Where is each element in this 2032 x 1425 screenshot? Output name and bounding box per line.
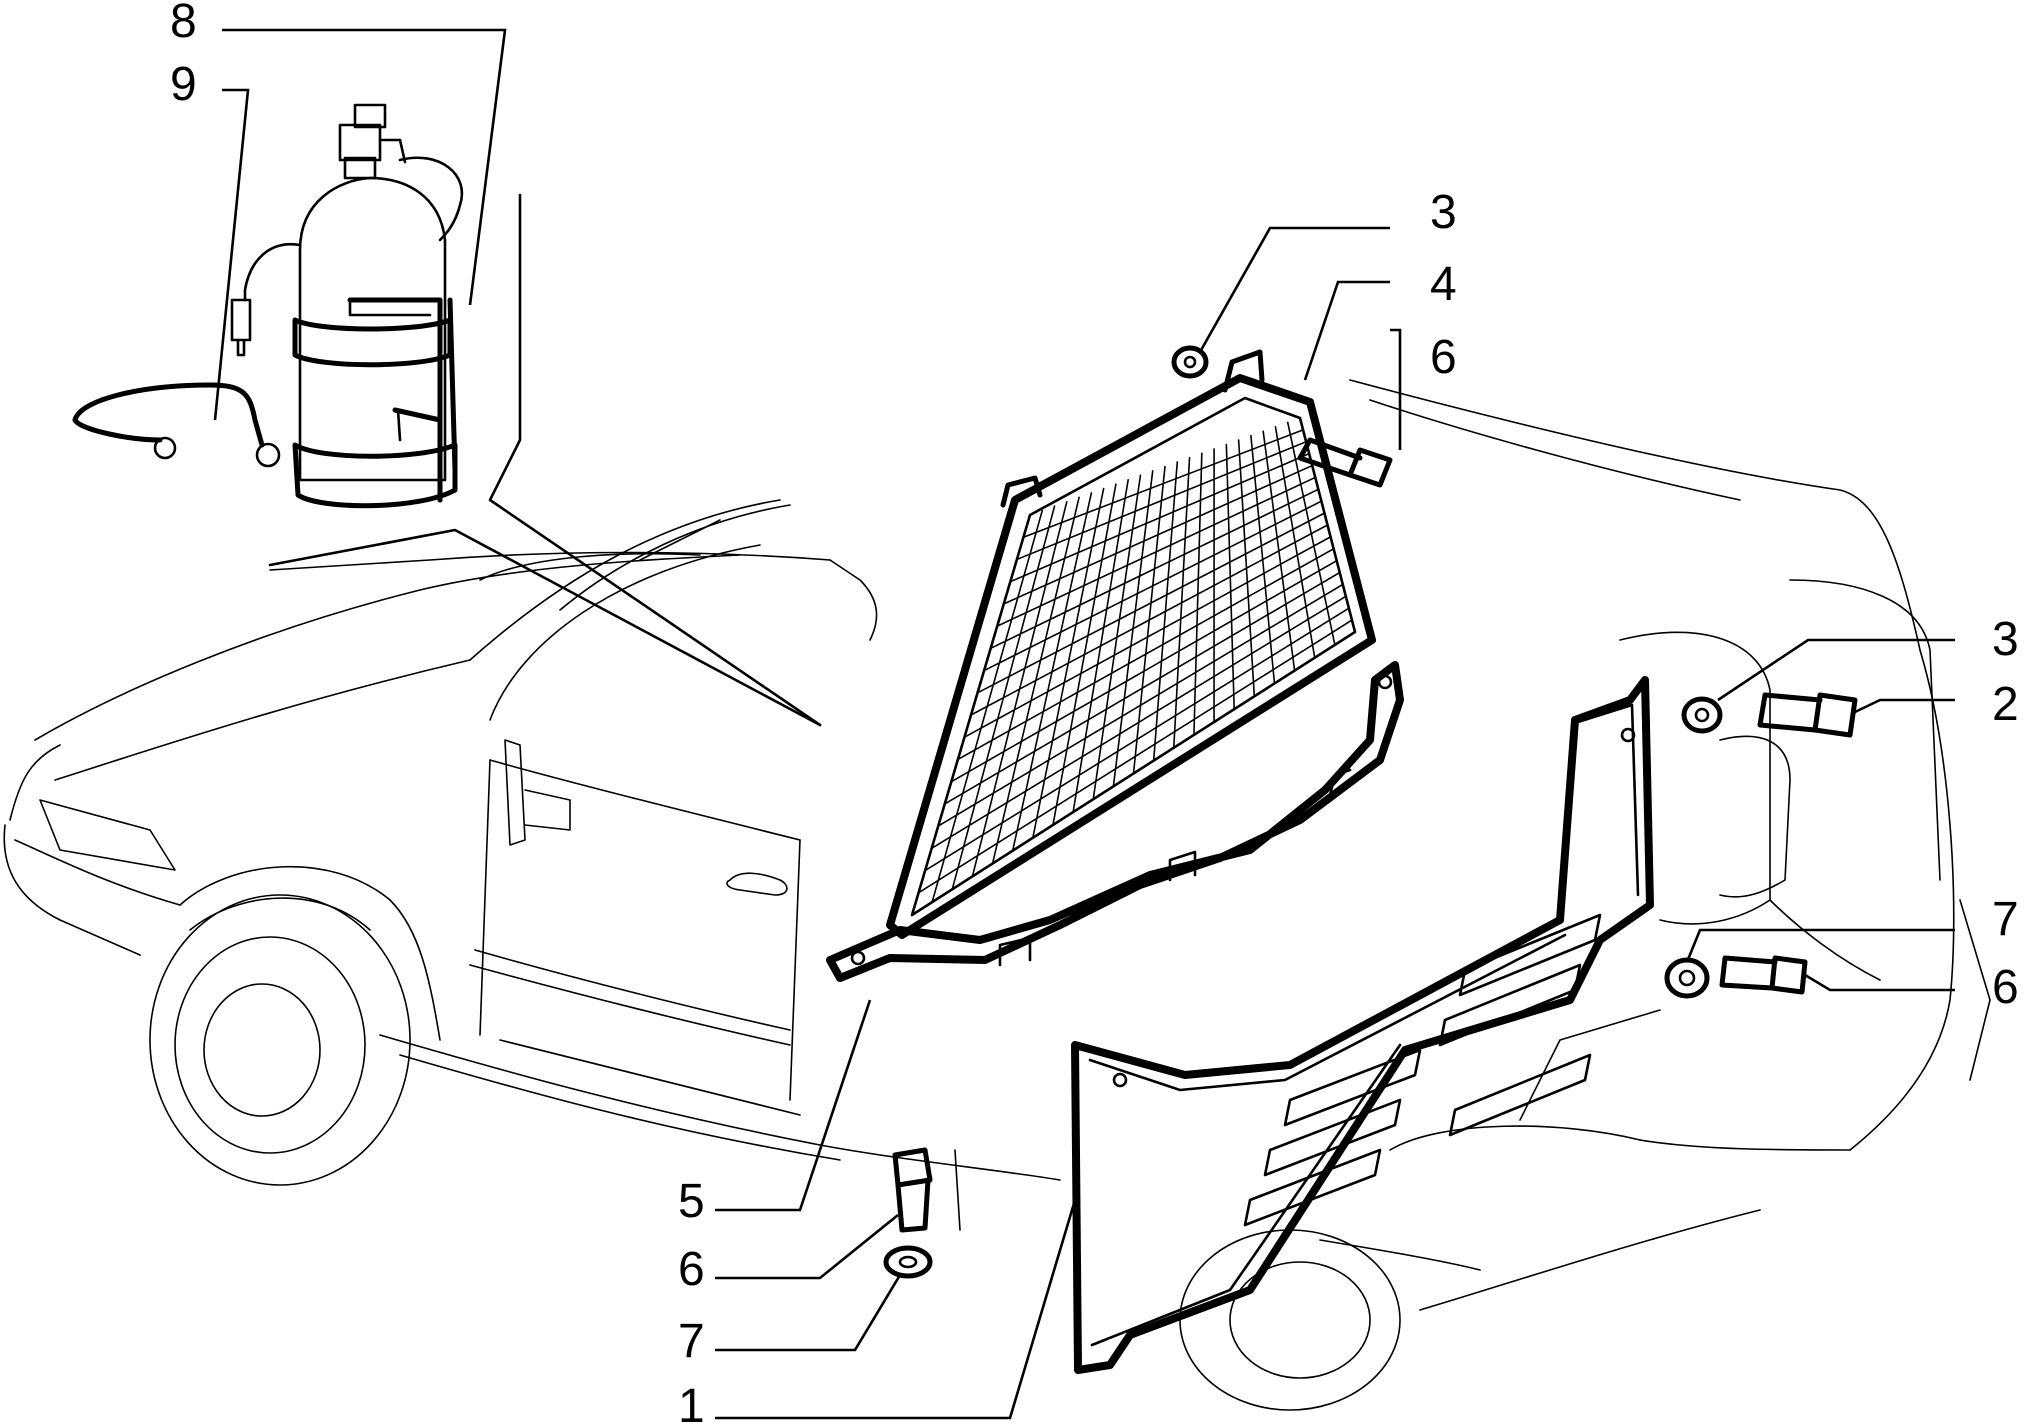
bolt-2: [1757, 692, 1858, 738]
bolt-6-lower: [892, 1147, 933, 1233]
callout-4: 4: [1430, 258, 1457, 311]
callout-3-upper: 3: [1430, 186, 1457, 239]
bolt-6-upper: [1297, 437, 1393, 488]
load-net-partition: [886, 349, 1376, 939]
callout-7-right: 7: [1992, 893, 2019, 946]
callout-labels: 8 9 3 4 6 3 2 7 6 5 6 7 1: [170, 0, 2019, 1425]
callout-3-right: 3: [1992, 613, 2019, 666]
side-protection-panel: [1071, 676, 1654, 1374]
callout-1: 1: [678, 1380, 705, 1425]
location-pointer: [268, 193, 822, 727]
vehicle-outline: [3, 379, 1991, 1411]
nut-3-right: [1681, 696, 1723, 734]
nut-3-upper: [1171, 345, 1209, 379]
fire-extinguisher: [230, 103, 464, 509]
earth-cable: [72, 382, 281, 468]
callout-6-upper: 6: [1430, 331, 1457, 384]
lower-rail-bracket: [826, 661, 1404, 982]
callout-8: 8: [170, 0, 197, 48]
callout-7-lower: 7: [678, 1315, 705, 1368]
callout-5: 5: [678, 1175, 705, 1228]
callout-2: 2: [1992, 678, 2019, 731]
leader-lines: [213, 28, 1955, 1420]
washer-7-lower: [883, 1245, 933, 1279]
callout-6-lower: 6: [678, 1243, 705, 1296]
callout-6-right: 6: [1992, 961, 2019, 1014]
bolt-6-right: [1719, 955, 1808, 995]
washer-7-right: [1664, 957, 1710, 999]
callout-9: 9: [170, 58, 197, 111]
